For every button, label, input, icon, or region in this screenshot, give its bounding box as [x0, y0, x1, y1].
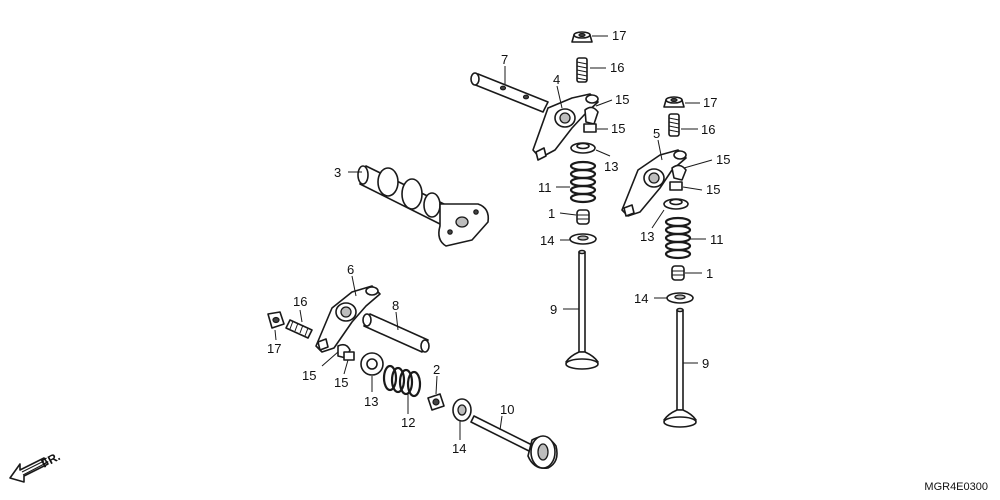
callout-13: 13 [364, 394, 378, 409]
callout-17: 17 [267, 341, 281, 356]
valve-9-center [565, 249, 599, 370]
callout-8: 8 [392, 298, 399, 313]
spring-retainer-13-center [570, 142, 596, 154]
lock-nut-17-upper [571, 31, 593, 43]
adjusting-screw-16-lower [285, 319, 313, 339]
callout-9: 9 [702, 356, 709, 371]
callout-14: 14 [452, 441, 466, 456]
spring-retainer-13-lower [360, 352, 384, 376]
callout-14: 14 [634, 291, 648, 306]
adjusting-screw-16-upper [576, 57, 588, 83]
callout-11: 11 [538, 180, 552, 195]
drawing-code: MGR4E0300 [924, 481, 988, 493]
rocker-arm-4 [532, 93, 599, 161]
valve-spring-11-right [664, 216, 692, 260]
spring-seat-14-center [569, 233, 597, 245]
callout-15: 15 [615, 92, 629, 107]
valve-spring-11-center [569, 160, 597, 204]
callout-17: 17 [612, 28, 626, 43]
callout-15: 15 [302, 368, 316, 383]
callout-16: 16 [293, 294, 307, 309]
stem-seal-1-center [576, 209, 590, 225]
callout-15: 15 [611, 121, 625, 136]
callout-12: 12 [401, 415, 415, 430]
callout-10: 10 [500, 402, 514, 417]
callout-17: 17 [703, 95, 717, 110]
stem-seal-1-right [671, 265, 685, 281]
valve-10 [470, 415, 558, 470]
callout-15: 15 [716, 152, 730, 167]
callout-leader-lines [274, 35, 713, 440]
callout-1: 1 [548, 206, 555, 221]
callout-5: 5 [653, 126, 660, 141]
callout-14: 14 [540, 233, 554, 248]
rocker-arm-5 [621, 149, 687, 217]
callout-13: 13 [640, 229, 654, 244]
callout-16: 16 [610, 60, 624, 75]
cotter-15-upper-a [584, 106, 599, 125]
spring-seat-14-right [666, 292, 694, 304]
callout-7: 7 [501, 52, 508, 67]
lock-nut-17-right [663, 96, 685, 108]
valve-spring-12 [382, 364, 422, 398]
cotter-15-right-a [671, 164, 687, 181]
spring-retainer-13-right [663, 198, 689, 210]
cotter-15-upper-b [583, 123, 597, 133]
callout-labels: 17 16 7 4 15 15 17 16 5 13 15 15 3 11 1 … [267, 28, 730, 456]
callout-9: 9 [550, 302, 557, 317]
camshaft-3 [357, 165, 490, 247]
callout-4: 4 [553, 72, 560, 87]
rocker-shaft-8 [362, 313, 430, 353]
valve-9-right [663, 307, 697, 428]
rocker-shaft-7 [470, 72, 549, 113]
callout-15: 15 [706, 182, 720, 197]
spring-seat-14-lower [452, 398, 472, 422]
lock-nut-17-lower [267, 311, 285, 329]
callout-16: 16 [701, 122, 715, 137]
rocker-arm-6 [315, 285, 381, 353]
front-direction-arrow-icon [9, 457, 49, 483]
callout-6: 6 [347, 262, 354, 277]
callout-15: 15 [334, 375, 348, 390]
adjusting-screw-16-right [668, 113, 680, 137]
cotter-15-lower-b [343, 351, 355, 361]
callout-2: 2 [433, 362, 440, 377]
callout-1: 1 [706, 266, 713, 281]
callout-3: 3 [334, 165, 341, 180]
stem-seal-2 [427, 393, 445, 411]
cotter-15-right-b [669, 181, 683, 191]
callout-11: 11 [710, 232, 724, 247]
callout-13: 13 [604, 159, 618, 174]
